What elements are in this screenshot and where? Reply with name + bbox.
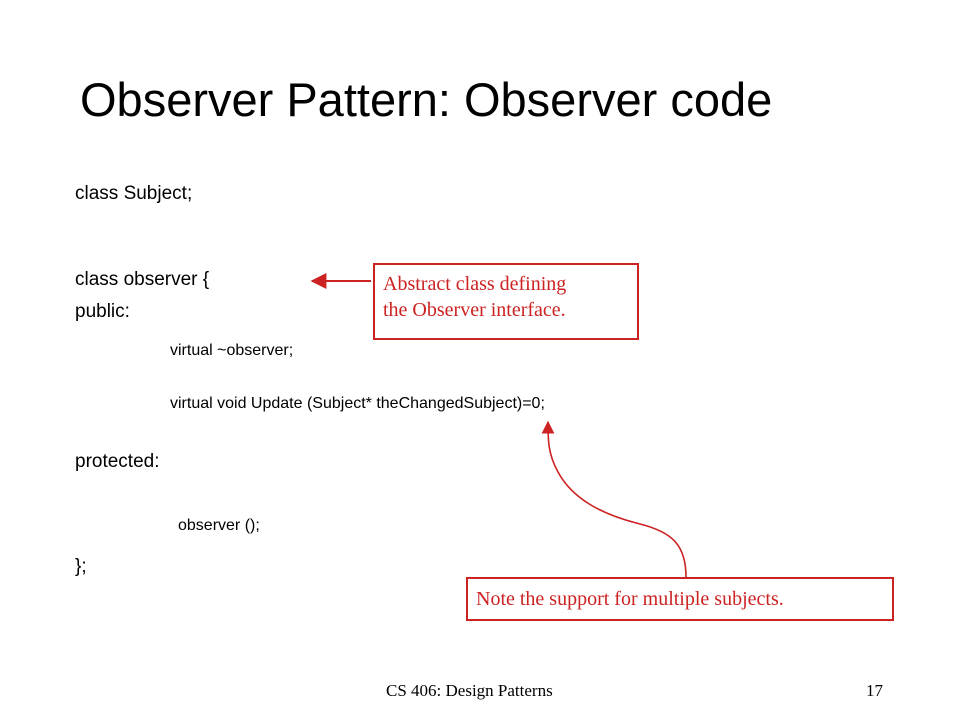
code-line-protected: protected: — [75, 451, 160, 472]
multiple-subjects-callout: Note the support for multiple subjects. — [466, 577, 894, 621]
code-line-destructor: virtual ~observer; — [170, 342, 294, 359]
abstract-class-callout: Abstract class defining the Observer int… — [373, 263, 639, 340]
multiple-subjects-callout-text: Note the support for multiple subjects. — [476, 588, 784, 610]
code-line-update: virtual void Update (Subject* theChanged… — [170, 395, 545, 412]
code-line-closing-brace: }; — [75, 556, 87, 577]
abstract-callout-line-1: Abstract class defining — [383, 273, 567, 295]
code-line-class-subject: class Subject; — [75, 183, 193, 204]
abstract-callout-line-2: the Observer interface. — [383, 299, 566, 321]
slide-title: Observer Pattern: Observer code — [80, 73, 773, 126]
arrow-to-update-parameter — [541, 420, 687, 578]
code-line-constructor: observer (); — [178, 517, 260, 534]
code-line-class-observer: class observer { — [75, 269, 210, 290]
footer-page-number: 17 — [866, 681, 883, 700]
code-line-public: public: — [75, 301, 130, 322]
footer-course: CS 406: Design Patterns — [386, 681, 553, 700]
